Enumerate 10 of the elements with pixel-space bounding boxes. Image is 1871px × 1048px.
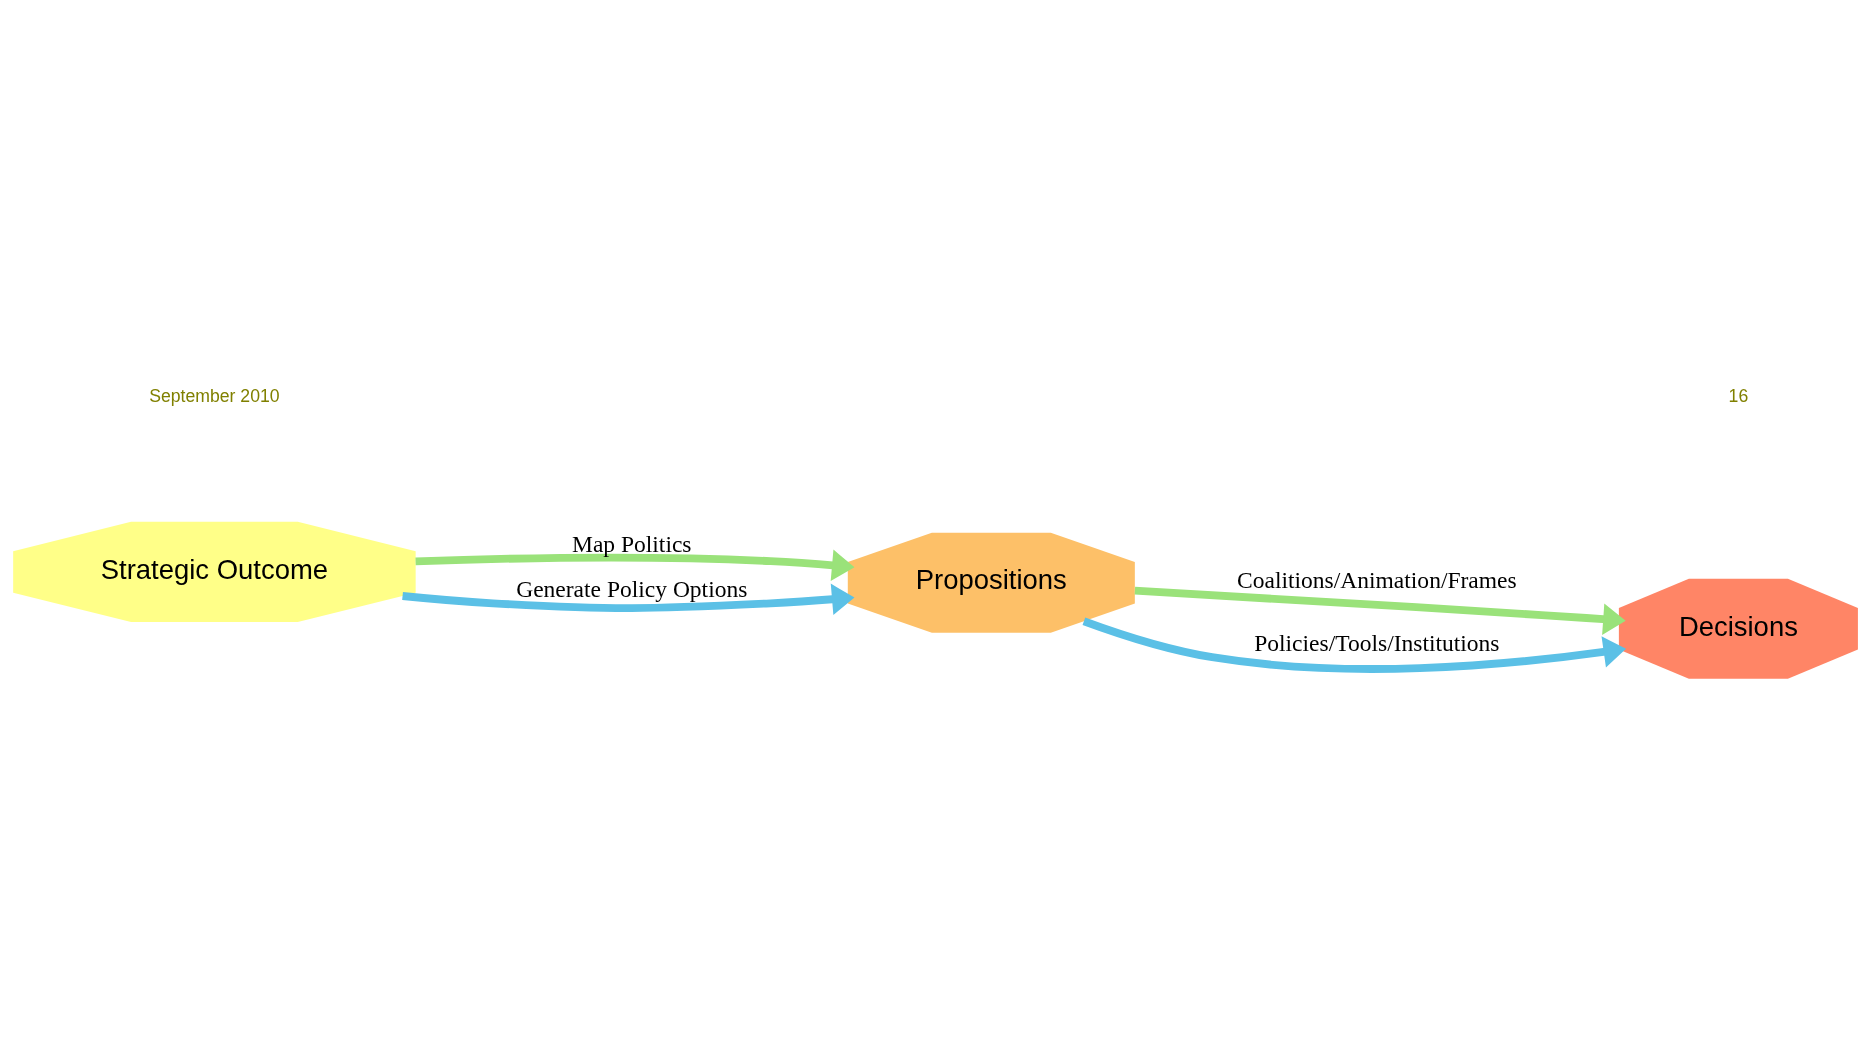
edge-label: Coalitions/Animation/Frames — [1237, 566, 1517, 593]
edge-label: Generate Policy Options — [516, 575, 748, 602]
arrow — [1082, 617, 1627, 673]
arrow — [1134, 586, 1626, 635]
arrow — [402, 583, 855, 615]
edge-label: Policies/Tools/Institutions — [1254, 629, 1500, 656]
label: September 2010 — [149, 385, 280, 406]
edge-label: Map Politics — [571, 530, 692, 557]
arrow — [415, 549, 855, 581]
label: 16 — [1728, 385, 1749, 406]
